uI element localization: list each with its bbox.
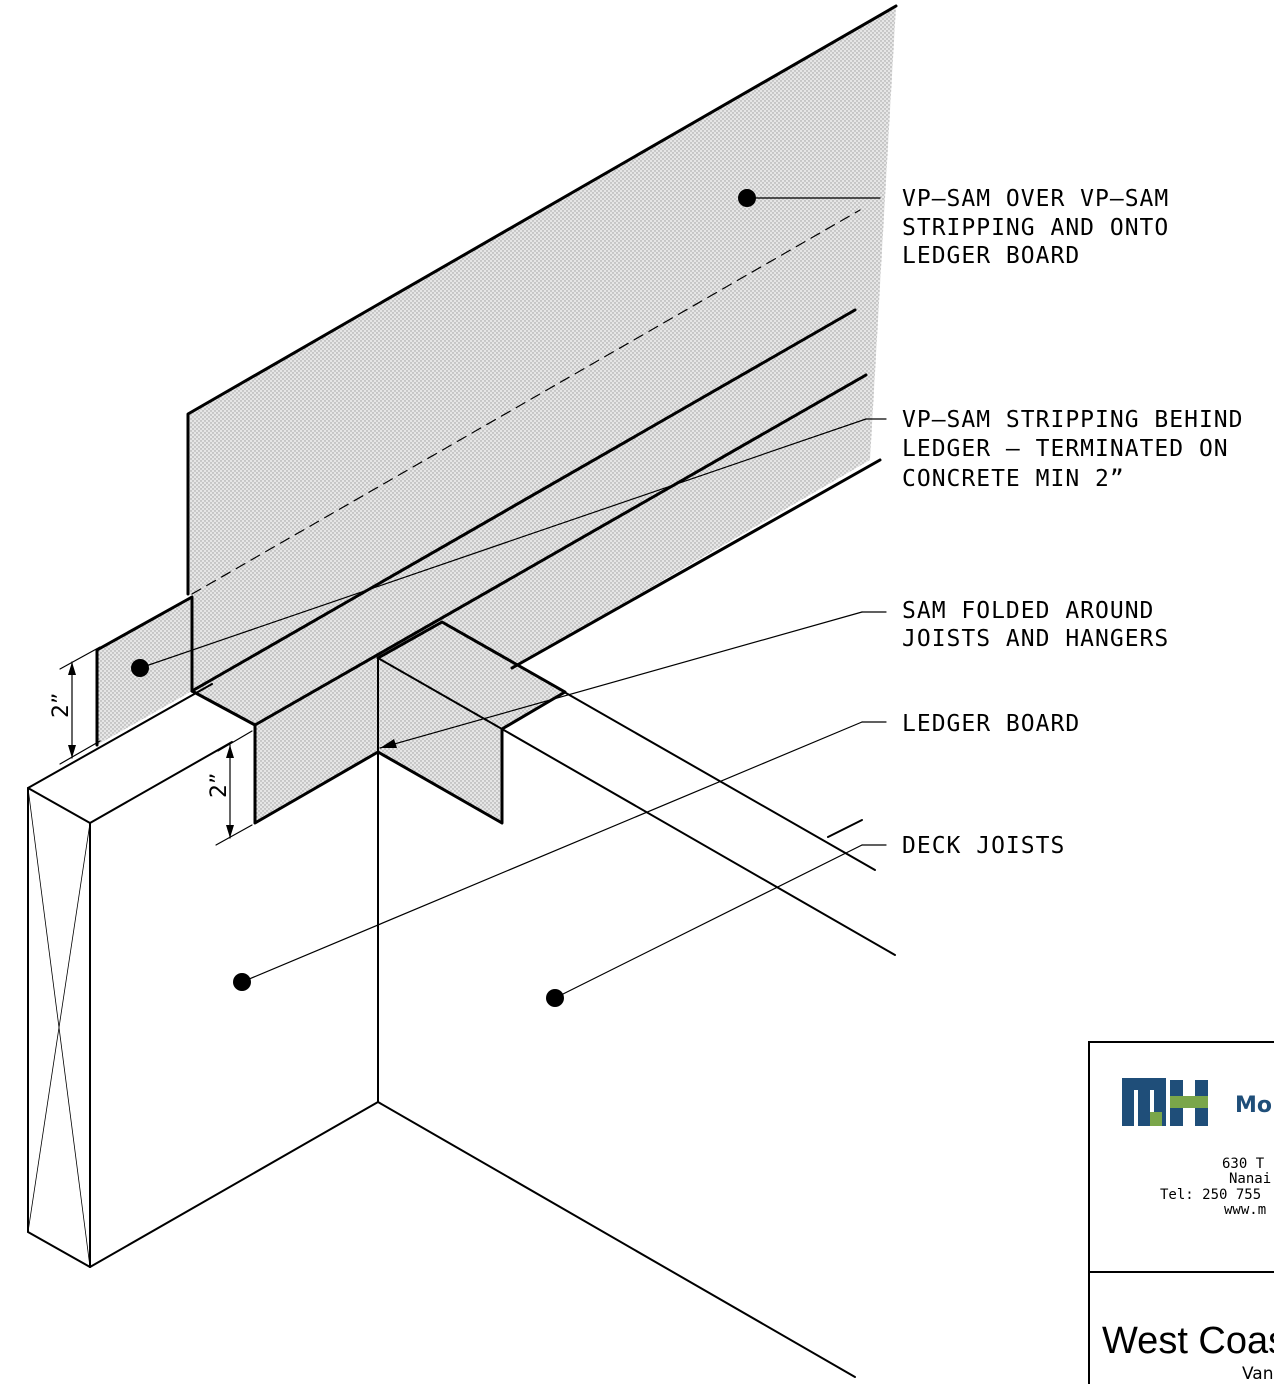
hidden-ledger-top-line	[191, 209, 861, 595]
end-grain-cross-2	[27, 822, 91, 1233]
address-line-4: www.m	[1224, 1202, 1266, 1218]
project-location-partial: Van	[1242, 1364, 1274, 1384]
project-title-partial: West Coast	[1102, 1320, 1274, 1362]
address-line-3: Tel: 250 755	[1160, 1187, 1261, 1203]
callout-deck-joists-line-1: DECK JOISTS	[902, 833, 1065, 859]
sam-folded-left-flap	[255, 658, 378, 823]
ledger-bottom-edge	[510, 458, 882, 670]
ledger-top-front-edge	[253, 373, 868, 727]
address-line-1: 630 T	[1222, 1156, 1265, 1172]
fold-diag-line	[377, 657, 503, 730]
ledger-block-top-front	[89, 741, 233, 824]
address-line-2: Nanai	[1229, 1171, 1271, 1187]
joist-top-line-b	[501, 728, 896, 956]
vp-sam-upper-sheet	[188, 6, 896, 725]
joist-top-line-a	[441, 621, 876, 871]
membrane-shading	[97, 6, 896, 823]
ledger-block-front-left	[27, 787, 91, 824]
ledger-top-back-edge	[190, 308, 857, 693]
callout-vp-sam-over-line-2: STRIPPING AND ONTO	[902, 215, 1169, 241]
callout-ledger-board: LEDGER BOARD	[902, 711, 1080, 737]
ledger-block-top	[27, 683, 213, 789]
callout-sam-folded-line-2: JOISTS AND HANGERS	[902, 626, 1169, 652]
dimension-lower-label: 2”	[207, 773, 232, 798]
callout-deck-joists: DECK JOISTS	[902, 833, 1065, 859]
ledger-end-top	[190, 689, 257, 727]
callout-vp-sam-over: VP–SAM OVER VP–SAM STRIPPING AND ONTO LE…	[902, 186, 1169, 269]
ledger-block-face-bottom	[89, 1101, 379, 1268]
ledger-block-bottom	[27, 1231, 91, 1268]
linework	[27, 4, 898, 1378]
callout-vp-sam-stripping-line-1: VP–SAM STRIPPING BEHIND	[902, 407, 1244, 433]
company-logo: Mo	[1122, 1078, 1272, 1126]
callout-ledger-board-line-1: LEDGER BOARD	[902, 711, 1080, 737]
fold-right-flap-outline	[376, 620, 567, 825]
leader-arrow-sam-folded	[380, 739, 397, 748]
callout-vp-sam-over-line-1: VP–SAM OVER VP–SAM	[902, 186, 1169, 212]
callout-vp-sam-stripping: VP–SAM STRIPPING BEHIND LEDGER – TERMINA…	[902, 407, 1244, 492]
dimension-upper-label: 2”	[49, 693, 74, 718]
dimension-upper: 2”	[49, 646, 101, 765]
brand-name-partial: Mo	[1235, 1093, 1272, 1118]
upper-sheet-top-edge	[186, 4, 898, 596]
callout-sam-folded-line-1: SAM FOLDED AROUND	[902, 598, 1154, 624]
dimension-lower: 2”	[207, 730, 253, 846]
callout-vp-sam-stripping-line-2: LEDGER – TERMINATED ON	[902, 436, 1229, 462]
fold-left-flap-outline	[253, 723, 380, 825]
stripping-tab-outline	[95, 595, 194, 747]
callout-vp-sam-stripping-line-3: CONCRETE MIN 2”	[902, 466, 1125, 492]
title-block: Mo 630 T Nanai Tel: 250 755 www.m West C…	[1088, 1041, 1274, 1384]
leaders	[131, 189, 887, 1007]
callout-sam-folded: SAM FOLDED AROUND JOISTS AND HANGERS	[902, 598, 1169, 652]
callout-vp-sam-over-line-3: LEDGER BOARD	[902, 243, 1080, 269]
joist-break-tick	[827, 819, 863, 838]
joist-bottom-line	[377, 1101, 856, 1378]
